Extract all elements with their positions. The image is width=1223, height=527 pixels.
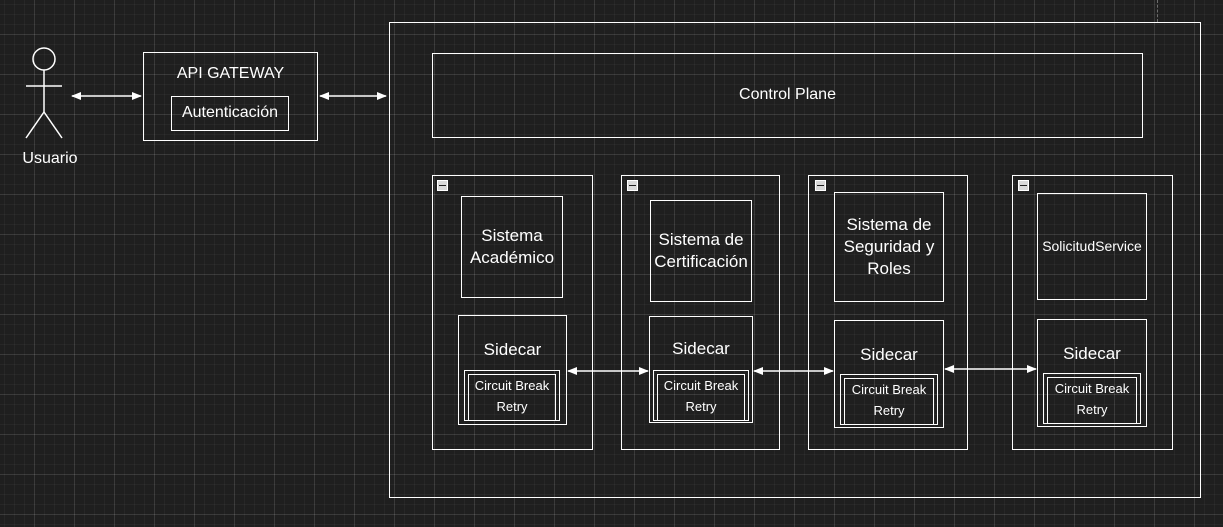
sidecar-label: Sidecar bbox=[672, 338, 730, 358]
service-name: Sistema Académico bbox=[469, 225, 555, 267]
resilience-policy-inner bbox=[657, 374, 745, 421]
service-name: SolicitudService bbox=[1042, 238, 1142, 255]
service-box[interactable]: SolicitudService bbox=[1037, 193, 1147, 300]
control-plane-label: Control Plane bbox=[739, 86, 836, 104]
resilience-policy-inner bbox=[844, 378, 934, 425]
user-actor-icon[interactable] bbox=[20, 46, 70, 142]
service-group-seguridad[interactable] bbox=[808, 175, 968, 450]
resilience-policy-inner bbox=[468, 374, 556, 421]
collapse-icon[interactable] bbox=[1018, 180, 1029, 191]
policy-line1: Circuit Break bbox=[663, 377, 739, 393]
auth-label: Autenticación bbox=[181, 104, 279, 122]
policy-line1: Circuit Break bbox=[851, 381, 927, 397]
sidecar-box[interactable] bbox=[458, 315, 567, 425]
policy-line2: Retry bbox=[685, 398, 717, 414]
resilience-policy-inner bbox=[1047, 377, 1137, 424]
policy-line1: Circuit Break bbox=[1054, 380, 1130, 396]
service-box[interactable]: Sistema Académico bbox=[461, 196, 563, 298]
guide-line bbox=[1157, 0, 1158, 22]
service-group-solicitud[interactable] bbox=[1012, 175, 1173, 450]
collapse-icon[interactable] bbox=[437, 180, 448, 191]
control-plane[interactable]: Control Plane bbox=[432, 53, 1143, 138]
policy-line2: Retry bbox=[873, 402, 905, 418]
policy-line2: Retry bbox=[496, 398, 528, 414]
service-mesh-container[interactable] bbox=[389, 22, 1201, 498]
collapse-icon[interactable] bbox=[627, 180, 638, 191]
sidecar-label: Sidecar bbox=[860, 344, 918, 364]
sidecar-box[interactable] bbox=[649, 316, 753, 423]
api-gateway[interactable] bbox=[143, 52, 318, 141]
actor-label: Usuario bbox=[22, 149, 78, 167]
api-gateway-title: API GATEWAY bbox=[176, 64, 285, 82]
sidecar-label: Sidecar bbox=[483, 339, 542, 359]
service-name: Sistema de Certificación bbox=[654, 229, 748, 271]
sidecar-box[interactable] bbox=[1037, 319, 1147, 427]
service-box[interactable]: Sistema de Seguridad y Roles bbox=[834, 192, 944, 302]
sidecar-box[interactable] bbox=[834, 320, 944, 428]
service-name: Sistema de Seguridad y Roles bbox=[843, 214, 935, 279]
policy-line1: Circuit Break bbox=[474, 377, 550, 393]
auth-component[interactable]: Autenticación bbox=[171, 96, 289, 131]
sidecar-label: Sidecar bbox=[1063, 343, 1121, 363]
service-group-academico[interactable] bbox=[432, 175, 593, 450]
collapse-icon[interactable] bbox=[815, 180, 826, 191]
policy-line2: Retry bbox=[1076, 401, 1108, 417]
service-group-certificacion[interactable] bbox=[621, 175, 780, 450]
service-box[interactable]: Sistema de Certificación bbox=[650, 200, 752, 302]
